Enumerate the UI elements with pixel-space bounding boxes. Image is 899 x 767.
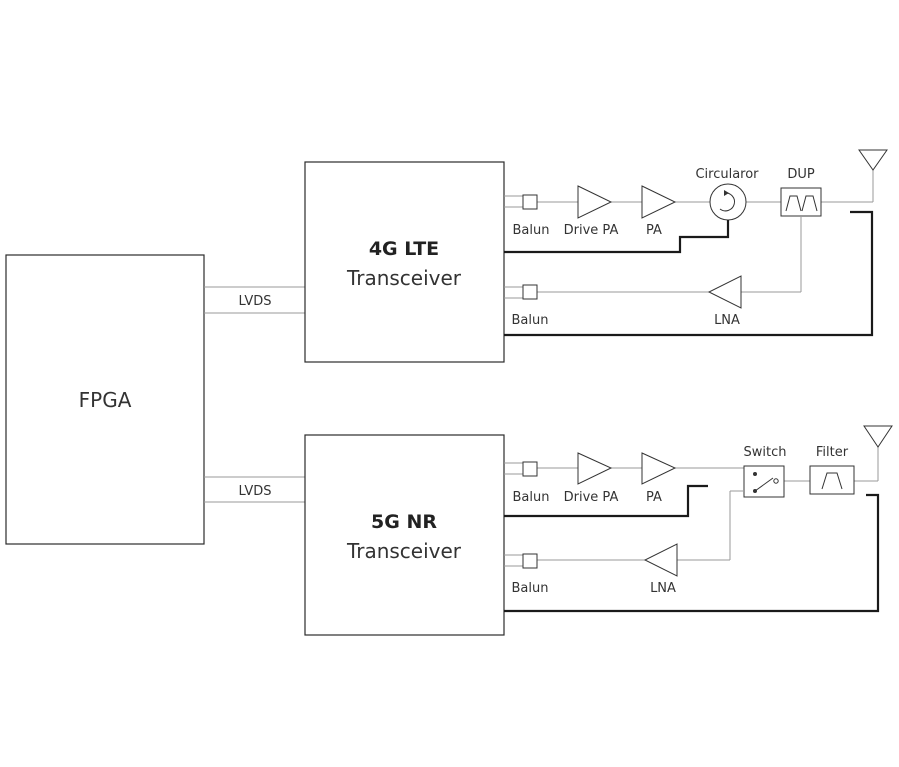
antenna-icon: [863, 425, 893, 448]
lvds-link-nr: LVDS: [204, 476, 305, 503]
duplexer-icon: [780, 187, 822, 217]
lte-tx-balun-label: Balun: [513, 223, 550, 238]
fpga-block: FPGA: [5, 254, 205, 545]
bandpass-filter-icon: [809, 465, 855, 495]
lte-control-line-pa: [504, 220, 730, 254]
nr-subtitle: Transceiver: [346, 539, 462, 563]
nr-switch-label: Switch: [744, 445, 787, 460]
balun-icon: [522, 461, 538, 477]
amplifier-icon: [641, 185, 677, 219]
nr-control-line-filter: [504, 493, 880, 613]
balun-icon: [522, 553, 538, 569]
lte-title: 4G LTE: [369, 238, 439, 260]
nr-rx-balun-label: Balun: [512, 581, 549, 596]
nr-control-line-pa: [504, 484, 708, 518]
lte-transceiver-block: 4G LTE Transceiver: [304, 161, 505, 363]
nr-drive-pa-label: Drive PA: [564, 490, 619, 505]
lvds-label-nr: LVDS: [239, 484, 272, 499]
amplifier-icon: [707, 275, 742, 309]
lte-pa-label: PA: [646, 223, 662, 238]
lte-subtitle: Transceiver: [346, 266, 462, 290]
switch-icon: [743, 465, 785, 498]
circulator-icon: [709, 183, 747, 221]
amplifier-icon: [643, 543, 678, 577]
nr-pa-label: PA: [646, 490, 662, 505]
lte-duplexer-label: DUP: [787, 167, 815, 182]
nr-transceiver-block: 5G NR Transceiver: [304, 434, 505, 636]
nr-title: 5G NR: [371, 511, 437, 533]
lvds-label-lte: LVDS: [239, 294, 272, 309]
lte-lna-label: LNA: [714, 313, 740, 328]
lte-drive-pa-label: Drive PA: [564, 223, 619, 238]
nr-tx-path: [504, 447, 879, 482]
balun-icon: [522, 194, 538, 210]
lte-rx-path: [504, 216, 802, 299]
fpga-label: FPGA: [79, 388, 132, 412]
nr-filter-label: Filter: [816, 445, 849, 460]
antenna-icon: [858, 149, 888, 171]
lte-control-line-dup: [504, 210, 874, 337]
amplifier-icon: [577, 185, 613, 219]
nr-lna-label: LNA: [650, 581, 676, 596]
lte-tx-path: [504, 170, 874, 208]
nr-tx-balun-label: Balun: [513, 490, 550, 505]
lte-circulator-label: Circularor: [695, 167, 759, 182]
amplifier-icon: [577, 452, 613, 485]
lvds-link-lte: LVDS: [204, 286, 305, 314]
nr-rx-path: [504, 490, 744, 567]
lte-rx-balun-label: Balun: [512, 313, 549, 328]
amplifier-icon: [641, 452, 677, 485]
balun-icon: [522, 284, 538, 300]
